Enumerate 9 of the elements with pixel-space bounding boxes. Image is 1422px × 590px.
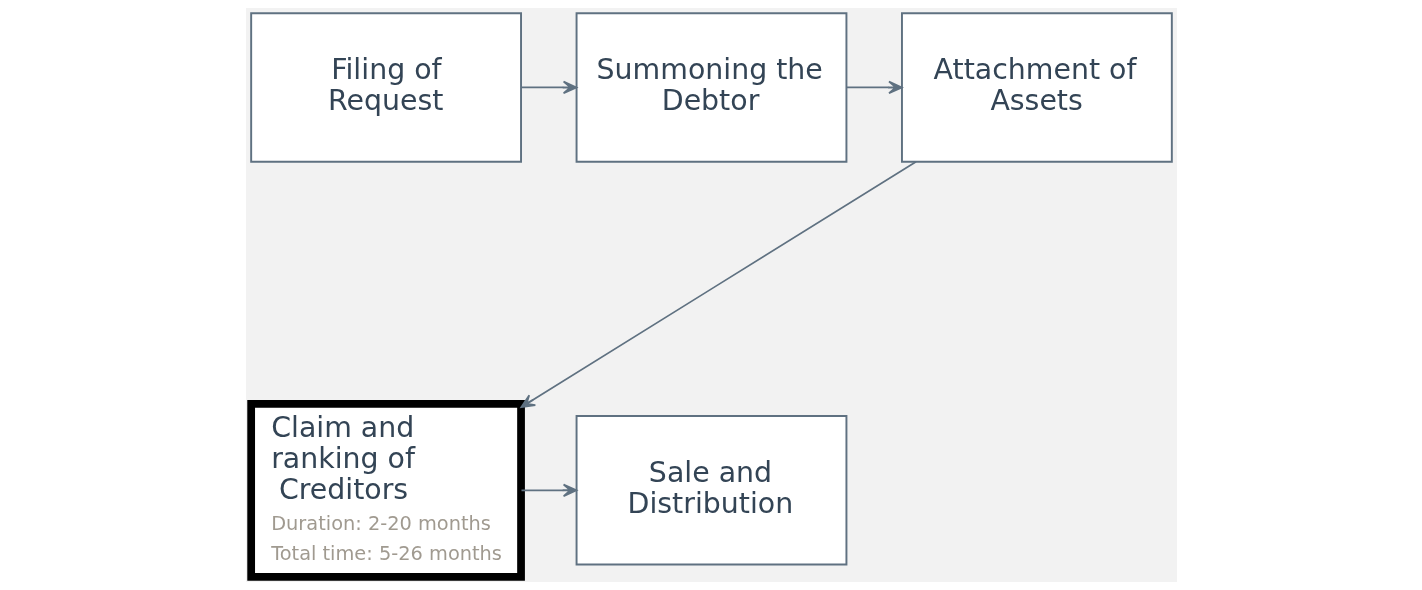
node-box: Claim and ranking of Creditors Duration: 2-20 months Total time: 5-26 months: [246, 399, 525, 581]
node-box: Attachment of Assets: [900, 12, 1173, 163]
arrow: [520, 483, 577, 497]
arrow: [845, 80, 903, 95]
node-box: Filing of Request: [249, 12, 522, 163]
node-box: Summoning the Debtor: [575, 12, 847, 163]
arrow: [519, 160, 917, 408]
arrow: [520, 80, 577, 95]
node-box: Sale and Distribution: [575, 415, 847, 566]
